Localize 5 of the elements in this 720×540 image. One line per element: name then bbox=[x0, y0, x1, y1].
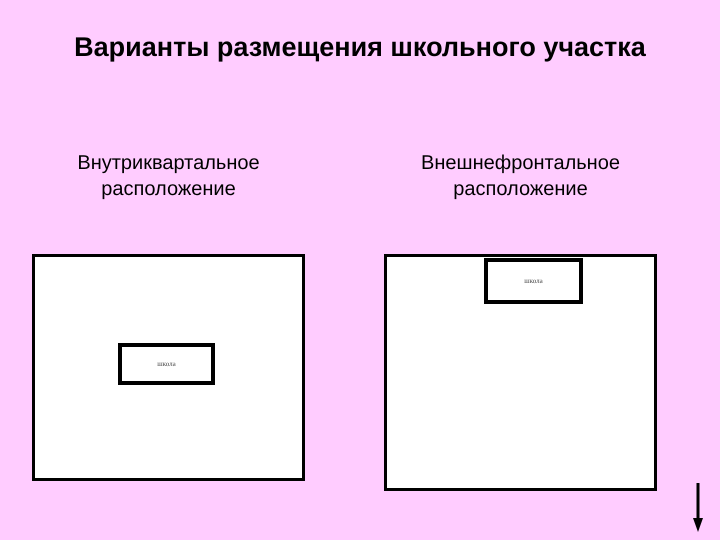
school-building bbox=[484, 258, 583, 304]
title: Варианты размещения школьного участка bbox=[73, 31, 647, 64]
plot-heading: Внутриквартальное расположение bbox=[76, 151, 261, 202]
plot-heading: Внешнефронтальное расположение bbox=[420, 151, 621, 202]
school-building bbox=[118, 343, 215, 385]
